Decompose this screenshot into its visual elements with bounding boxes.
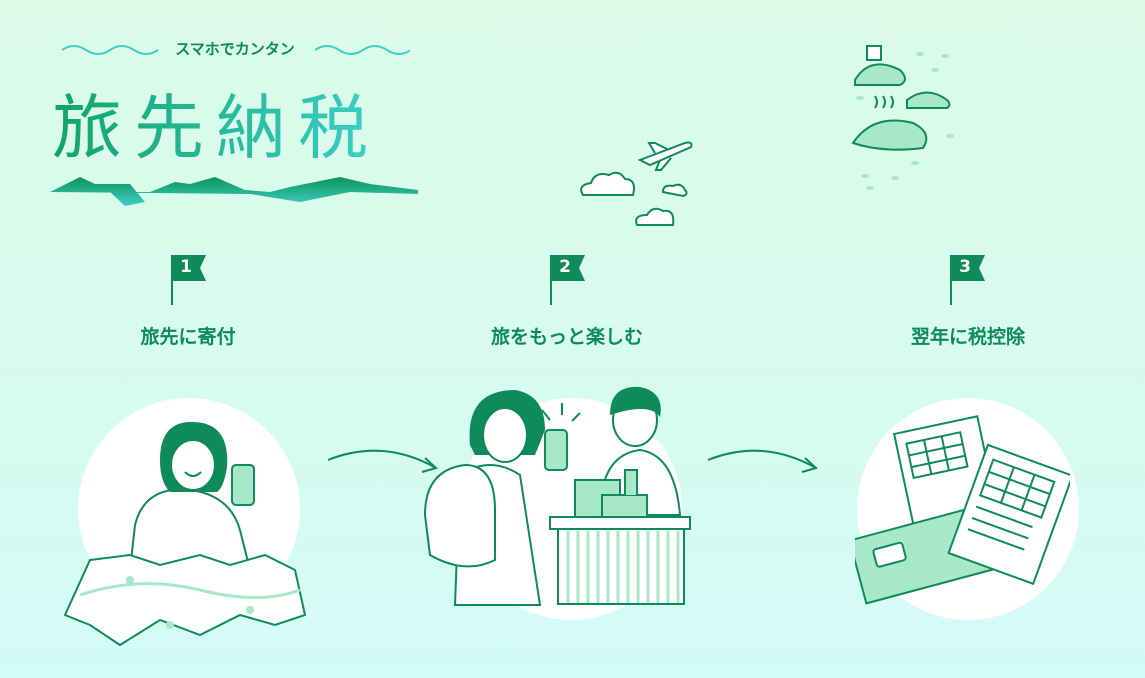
arrow-right-icon [707,449,819,473]
step-2-label: 旅をもっと楽しむ [490,326,643,348]
mountain-logo-icon [50,177,418,206]
tax-documents-illustration [855,415,1070,605]
step-number: 2 [559,257,571,277]
shopping-illustration [423,386,691,606]
arrow-right-icon [327,449,439,473]
step-1-flag: 1 [170,255,210,319]
airplane-clouds-icon [580,141,693,226]
step-3-flag: 3 [949,255,989,319]
tagline: スマホでカンタン [175,40,295,58]
step-1-label: 旅先に寄付 [140,326,236,348]
step-2-flag: 2 [549,255,589,319]
islands-onsen-icon [851,45,954,190]
step-number: 3 [959,257,971,277]
step-number: 1 [180,257,192,277]
page-title: 旅先納税 [52,72,380,173]
traveler-map-illustration [63,421,307,647]
step-3-label: 翌年に税控除 [910,326,1025,348]
wave-decoration [61,45,410,55]
